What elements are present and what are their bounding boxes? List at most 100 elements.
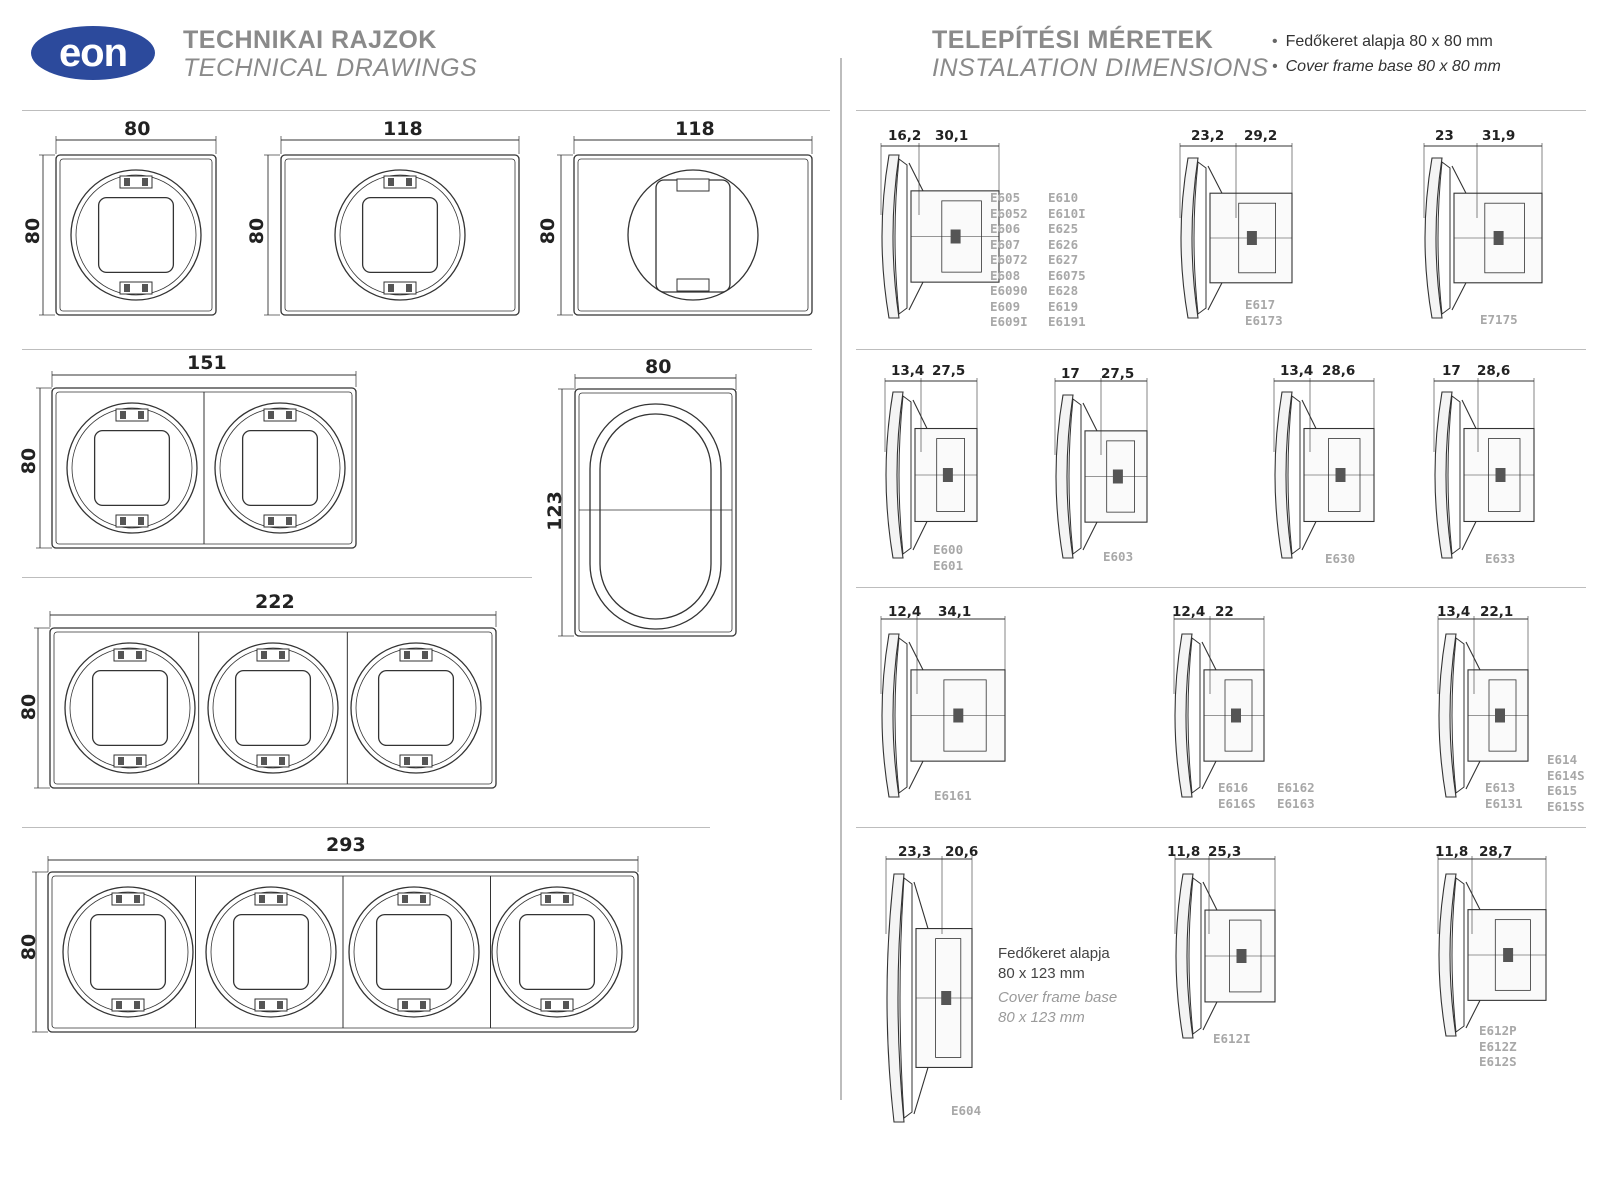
clip-detail (402, 1001, 408, 1009)
divider (22, 349, 812, 350)
product-codes: E630 (1325, 551, 1356, 566)
mounting-ring-inner (219, 407, 341, 529)
insert-opening (361, 196, 439, 274)
frame-single-inner (59, 158, 213, 312)
cover-profile (1193, 161, 1207, 315)
frame-profile (881, 154, 900, 319)
dim-right: 28,7 (1479, 844, 1513, 860)
frame-profile (1274, 391, 1293, 559)
clip-detail (118, 651, 124, 659)
cover-profile (898, 395, 912, 555)
rocker-outline (589, 403, 722, 630)
product-codes: E612I (1213, 1031, 1251, 1046)
mounting-ring (334, 169, 466, 301)
frame-profile (1180, 157, 1199, 319)
note-en: •Cover frame base 80 x 80 mm (1272, 58, 1501, 75)
dim-left: 17 (1442, 363, 1461, 379)
dim-left: 13,4 (1280, 363, 1314, 379)
dim-left: 13,4 (891, 363, 925, 379)
clip-detail (120, 517, 126, 525)
mounting-ring (348, 886, 480, 1018)
product-codes: E600 E601 (933, 542, 964, 573)
frame-single-wide-inner (284, 158, 516, 312)
technical-drawings (32, 136, 813, 1033)
mounting-claw (1201, 641, 1217, 790)
frame-profile (1438, 633, 1457, 798)
mounting-claw (1202, 881, 1218, 1031)
frame-triple-inner (53, 631, 493, 785)
dim-left: 11,8 (1167, 844, 1201, 860)
cover-profile (1447, 395, 1461, 555)
dim-right: 29,2 (1244, 128, 1278, 144)
clip-detail (136, 651, 142, 659)
cover-profile (894, 637, 908, 794)
clip-detail (259, 1001, 265, 1009)
rocker-inner (599, 413, 712, 620)
product-codes: E6162 E6163 (1277, 780, 1315, 811)
frame-profile (1175, 873, 1194, 1039)
clip-detail (261, 651, 267, 659)
dim-right: 22 (1215, 604, 1234, 620)
mounting-ring (214, 402, 346, 534)
section-subtitle: INSTALATION DIMENSIONS (932, 54, 1269, 82)
clip-detail (120, 411, 126, 419)
dim-right: 27,5 (932, 363, 966, 379)
clip-detail (138, 411, 144, 419)
product-codes: E605 E6052 E606 E607 E6072 E608 E6090 E6… (990, 190, 1028, 329)
dim-left: 12,4 (888, 604, 922, 620)
mounting-clip (676, 178, 710, 192)
divider (22, 577, 532, 578)
mounting-ring-inner (353, 891, 475, 1013)
clip-detail (136, 757, 142, 765)
product-codes: E616 E616S (1218, 780, 1256, 811)
divider (856, 349, 1586, 350)
clip-detail (388, 284, 394, 292)
dim-left: 11,8 (1435, 844, 1469, 860)
frame-double (51, 387, 357, 549)
clip-detail (563, 895, 569, 903)
frame-1-width: 80 (124, 118, 151, 140)
insert-opening (97, 196, 175, 274)
clip-detail (138, 517, 144, 525)
mounting-ring (350, 642, 482, 774)
frame-profile (1434, 391, 1453, 559)
clip-detail (406, 284, 412, 292)
clip-detail (124, 178, 130, 186)
terminal (941, 991, 952, 1005)
product-codes: E604 (951, 1103, 982, 1118)
terminal (942, 468, 953, 482)
frame-4-width: 151 (187, 352, 227, 374)
terminal (1246, 231, 1257, 245)
frame-profile (885, 391, 904, 559)
clip-detail (404, 651, 410, 659)
divider (856, 110, 1586, 111)
clip-detail (259, 895, 265, 903)
mounting-ring-inner (496, 891, 618, 1013)
clip-detail (422, 757, 428, 765)
mounting-claw (908, 162, 924, 311)
clip-detail (118, 757, 124, 765)
mounting-claw (912, 399, 928, 551)
frame-profile (1174, 633, 1193, 798)
frame-base-note: Fedőkeret alapja 80 x 123 mm (998, 945, 1110, 982)
frame-base-note-en: Cover frame base 80 x 123 mm (998, 989, 1118, 1026)
clip-detail (406, 178, 412, 186)
mounting-claw (1451, 165, 1467, 311)
insert-opening (91, 669, 169, 747)
section-title: TELEPÍTÉSI MÉRETEK (932, 26, 1214, 54)
clip-detail (134, 1001, 140, 1009)
divider (856, 827, 1586, 828)
product-codes: E610 E610I E625 E626 E627 E6075 E628 E61… (1048, 190, 1086, 329)
insert-opening (375, 913, 453, 991)
mounting-claw (1461, 399, 1477, 551)
clip-detail (277, 1001, 283, 1009)
mounting-ring (207, 642, 339, 774)
cover-profile (1451, 877, 1465, 1033)
mounting-ring-inner (355, 647, 477, 769)
terminal (1493, 231, 1504, 245)
clip-detail (422, 651, 428, 659)
dim-left: 23,2 (1191, 128, 1225, 144)
dim-right: 22,1 (1480, 604, 1514, 620)
divider (22, 827, 710, 828)
mounting-ring-inner (339, 174, 461, 296)
